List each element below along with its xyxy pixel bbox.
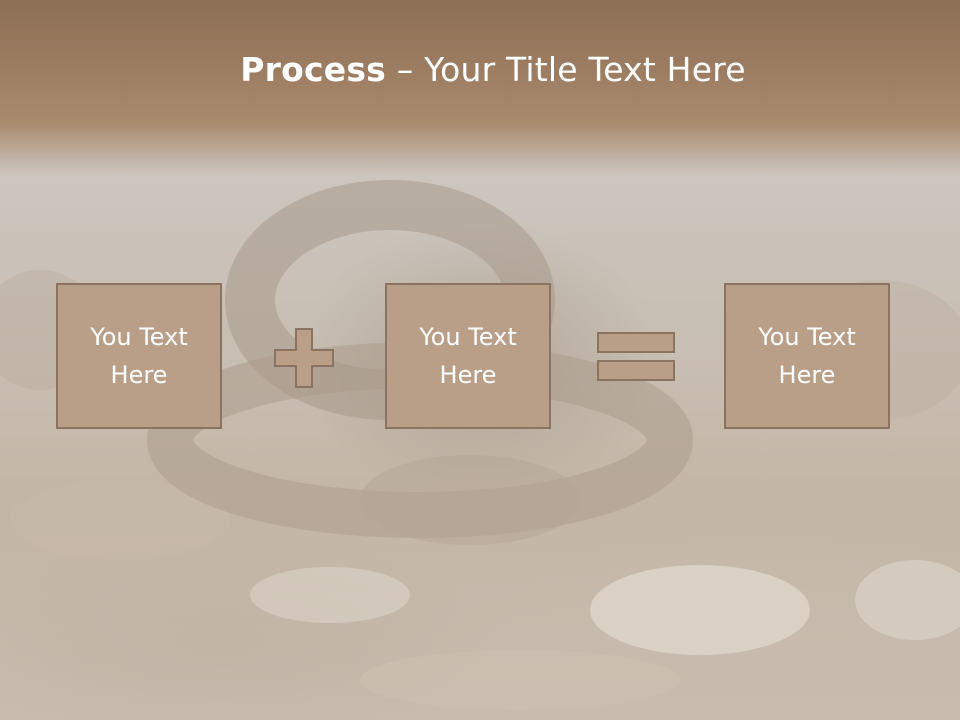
process-box-3[interactable]: You Text Here: [724, 283, 890, 429]
header-band: [0, 0, 960, 175]
process-box-2-text: You Text Here: [419, 323, 517, 389]
plus-icon: [274, 328, 334, 388]
equals-icon: [597, 332, 675, 381]
title-rest: – Your Title Text Here: [386, 50, 746, 89]
process-box-1-text: You Text Here: [90, 323, 188, 389]
process-box-3-text: You Text Here: [758, 323, 856, 389]
slide-title[interactable]: Process – Your Title Text Here: [0, 50, 960, 89]
process-box-1[interactable]: You Text Here: [56, 283, 222, 429]
process-box-2[interactable]: You Text Here: [385, 283, 551, 429]
title-bold: Process: [240, 50, 387, 89]
